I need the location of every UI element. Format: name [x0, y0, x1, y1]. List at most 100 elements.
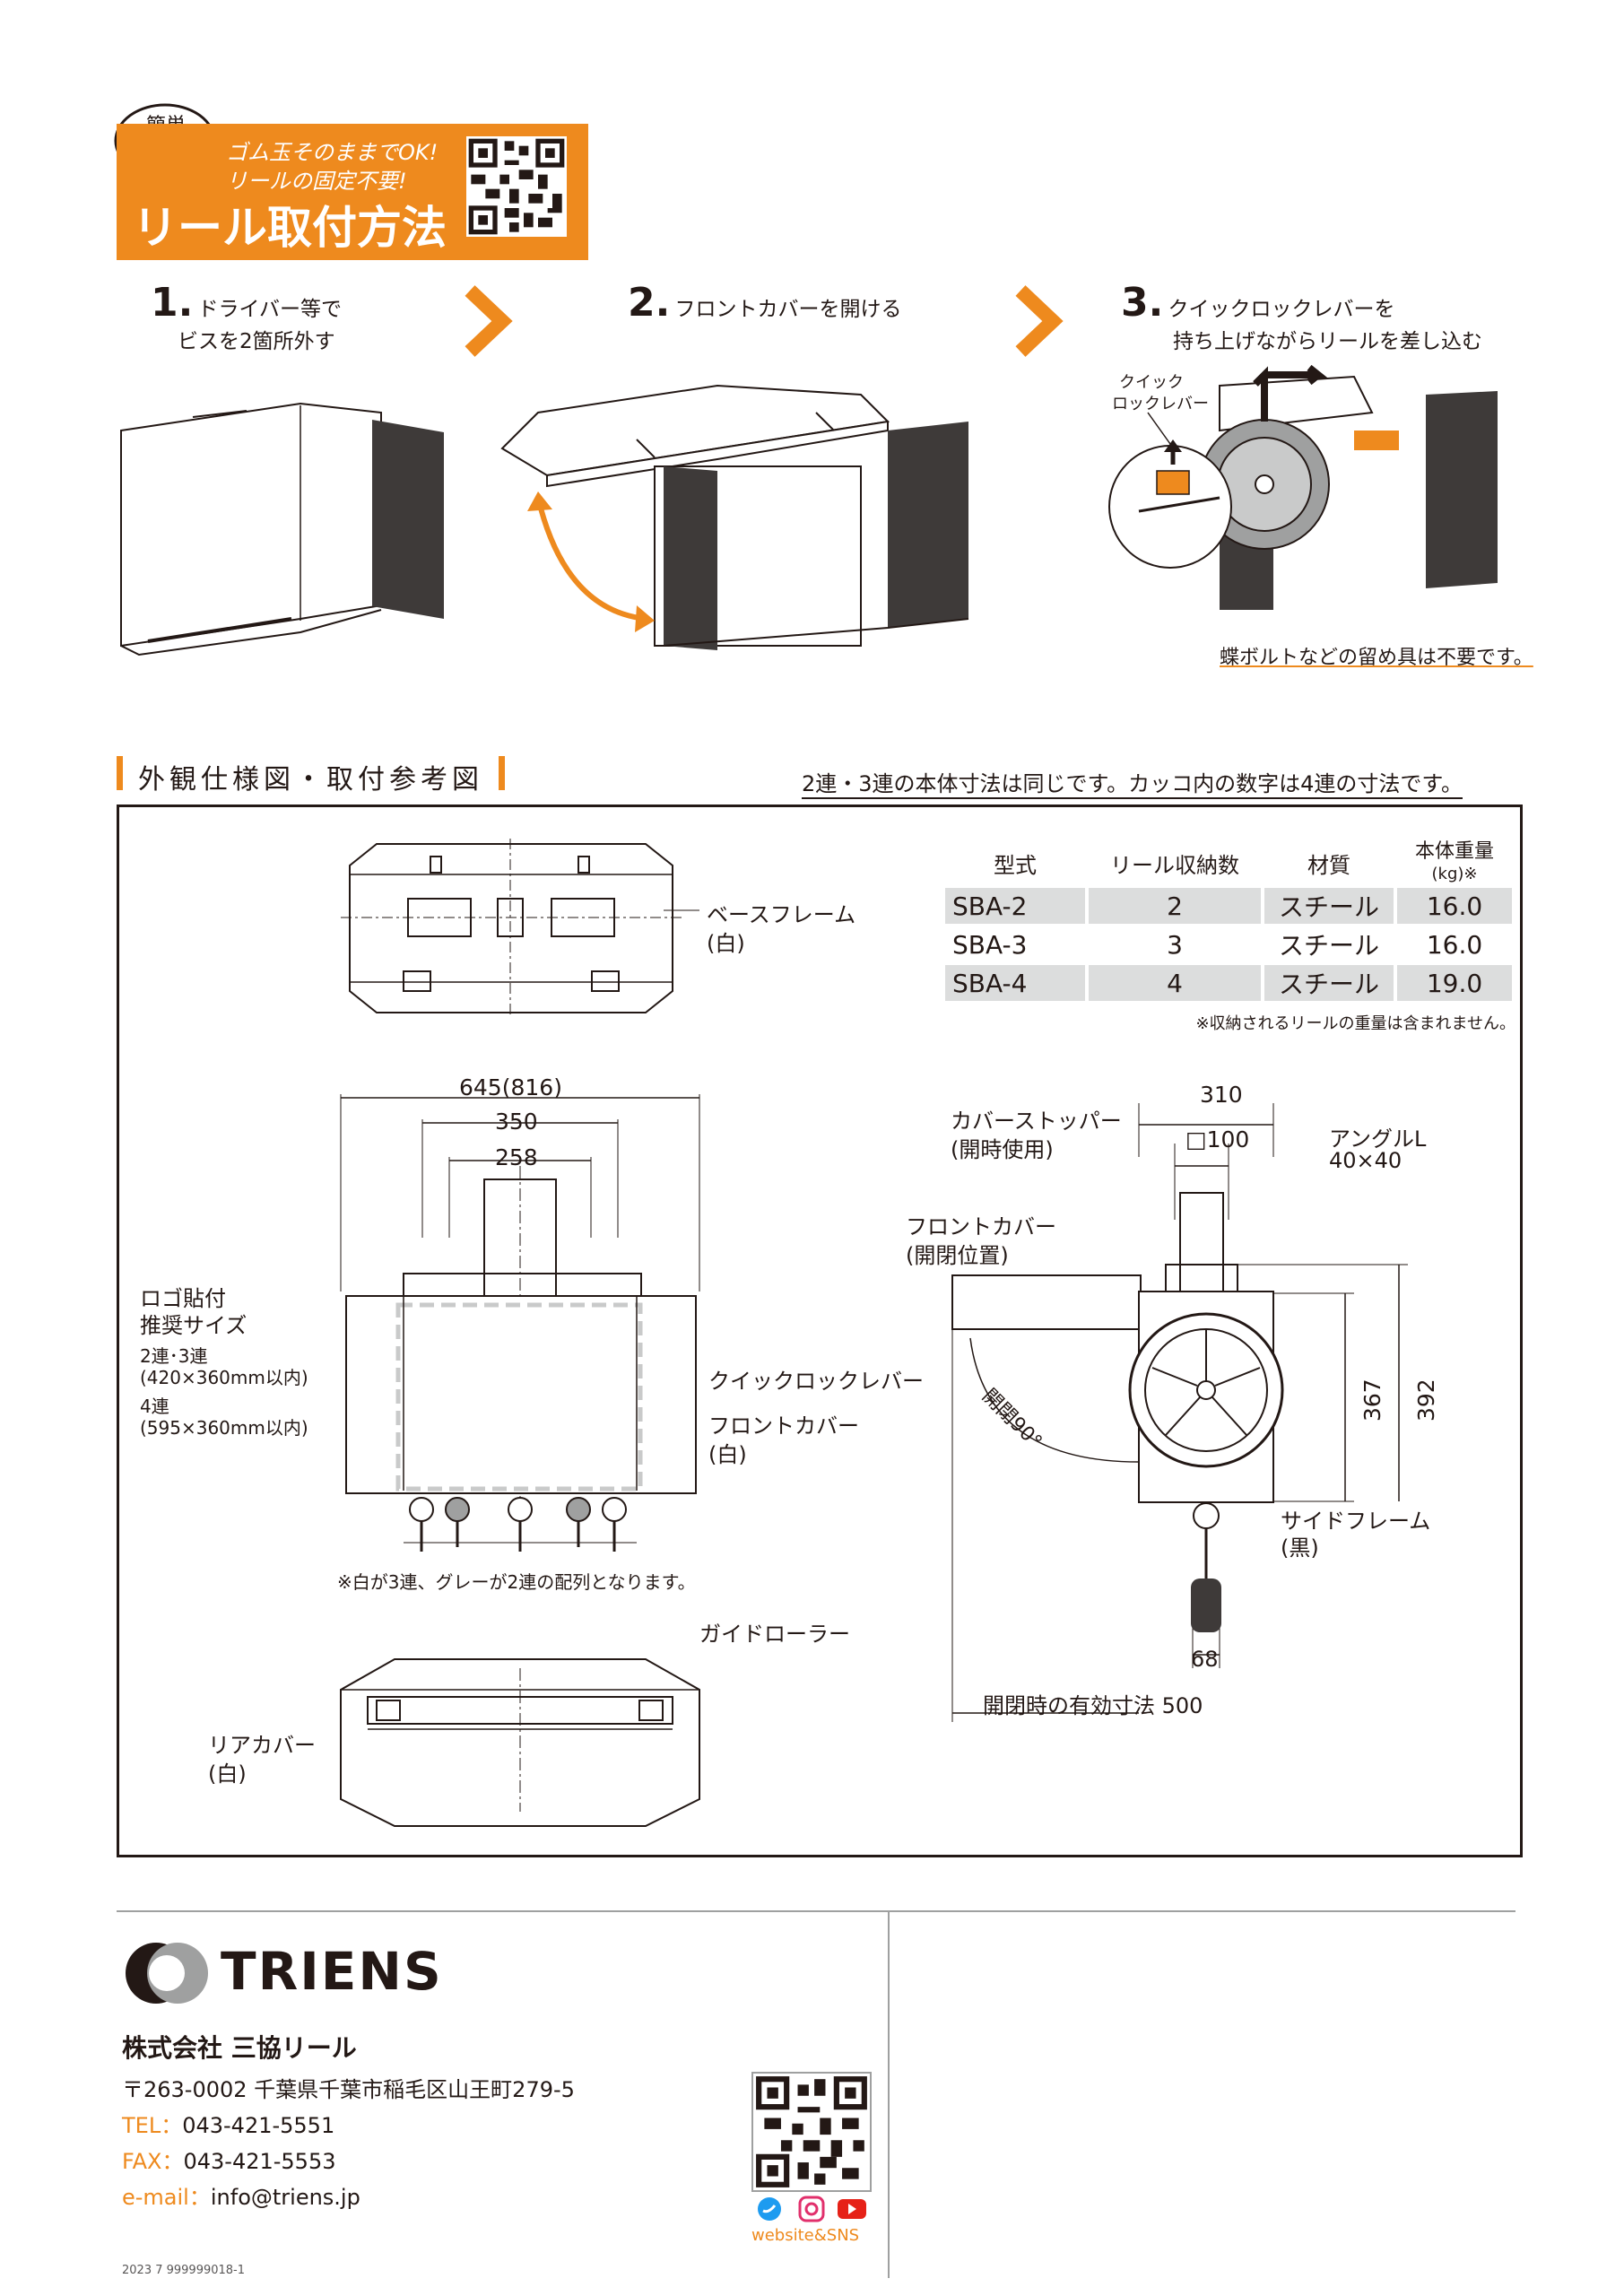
angle-size: 40×40 [1329, 1148, 1403, 1173]
email-row: e-mail：info@triens.jp [122, 2179, 360, 2215]
logo-title-2: 推奨サイズ [140, 1313, 248, 1338]
dim-392: 392 [1413, 1378, 1439, 1422]
step-2-illustration [500, 384, 969, 650]
footer-rule [117, 1910, 1515, 1912]
email-address[interactable]: info@triens.jp [210, 2185, 360, 2210]
tel-row: TEL：043-421-5551 [122, 2108, 334, 2144]
step-3-illustration [1108, 364, 1498, 610]
th-material: 材質 [1307, 853, 1350, 878]
cover-stopper-label: カバーストッパー [951, 1109, 1122, 1134]
triens-logo-icon [126, 1943, 208, 2004]
chevron-right-icon [1015, 285, 1064, 357]
front-cover-side-sub: (開閉位置) [906, 1243, 1009, 1268]
step-3-line-2: 持ち上げながらリールを差し込む [1173, 330, 1482, 353]
qr-code-icon[interactable] [751, 2072, 872, 2192]
logo-title-1: ロゴ貼付 [140, 1286, 226, 1311]
page-title: リール取付方法 [133, 202, 447, 254]
section-note: 2連・3連の本体寸法は同じです。カッコ内の数字は4連の寸法です。 [802, 766, 1463, 799]
front-cover-label: フロントカバー [708, 1413, 859, 1439]
email-label: e-mail： [122, 2185, 211, 2210]
footer-divider [888, 1910, 890, 2278]
cell-count: 3 [1167, 929, 1183, 960]
th-count: リール収納数 [1110, 853, 1239, 878]
rear-cover-color: (白) [208, 1761, 247, 1787]
front-view-drawing [340, 1094, 700, 1552]
angle-label: アングルL [1329, 1126, 1427, 1152]
step-2-heading: 2. フロントカバーを開ける [628, 280, 901, 326]
chevron-right-icon [465, 285, 513, 357]
front-cover-color: (白) [708, 1442, 747, 1467]
cover-stopper-sub: (開時使用) [951, 1137, 1054, 1162]
dim-367: 367 [1359, 1378, 1385, 1422]
sns-label[interactable]: website&SNS [751, 2226, 860, 2245]
step-1-illustration [120, 402, 444, 657]
tag-line-2: リールの固定不要! [226, 169, 407, 194]
roller-note: ※白が3連、グレーが2連の配列となります。 [337, 1571, 696, 1593]
cell-model: SBA-2 [945, 888, 1085, 924]
quick-lock-label: クイックロックレバー [708, 1369, 924, 1394]
step-1-heading: 1. ドライバー等で [151, 280, 342, 326]
cell-weight: 19.0 [1397, 965, 1512, 1001]
th-model: 型式 [994, 853, 1037, 878]
cell-count: 2 [1089, 888, 1261, 924]
instagram-icon[interactable] [798, 2196, 825, 2222]
cell-model: SBA-4 [945, 965, 1085, 1001]
table-row: SBA-3 3 スチール 16.0 [945, 926, 1512, 962]
side-frame-color: (黒) [1281, 1535, 1319, 1561]
section-title: 外観仕様図・取付参考図 [138, 764, 483, 796]
tel-number[interactable]: 043-421-5551 [182, 2113, 335, 2138]
step-3-note: 蝶ボルトなどの留め具は不要です。 [1220, 647, 1533, 669]
youtube-icon[interactable] [838, 2199, 866, 2219]
th-weight: 本体重量 (kg)※ [1397, 841, 1512, 885]
section-bar-right [499, 756, 505, 790]
dim-68: 68 [1191, 1647, 1219, 1672]
side-view-drawing [951, 1103, 1408, 1722]
qr-code-icon[interactable] [466, 136, 567, 237]
cell-count: 4 [1089, 965, 1261, 1001]
tel-label: TEL： [122, 2113, 183, 2138]
cell-material: スチール [1264, 888, 1394, 924]
step-line-1: クイックロックレバーを [1168, 298, 1395, 321]
base-frame-label: ベースフレーム [707, 902, 856, 927]
lever-label-2: ロックレバー [1112, 395, 1209, 413]
step-line-1: ドライバー等で [197, 298, 342, 321]
front-cover-side-label: フロントカバー [906, 1214, 1056, 1239]
step-3-heading: 3. クイックロックレバーを [1121, 280, 1394, 326]
base-frame-color: (白) [707, 931, 745, 956]
dim-350: 350 [495, 1109, 538, 1135]
sns-icons [758, 2196, 866, 2222]
base-frame-drawing [341, 839, 699, 1018]
spec-box [117, 804, 1523, 1857]
effective-dim: 開閉時の有効寸法 500 [983, 1693, 1203, 1718]
step-number: 2. [628, 280, 671, 326]
dim-310: 310 [1200, 1082, 1243, 1108]
cell-material: スチール [1278, 931, 1379, 961]
table-footnote: ※収納されるリールの重量は含まれません。 [1195, 1014, 1515, 1033]
logo-4-size: (595×360mm以内) [140, 1417, 308, 1439]
step-line-1: フロントカバーを開ける [674, 298, 902, 321]
spec-table: 型式 リール収納数 材質 本体重量 (kg)※ SBA-2 2 スチール 16.0… [942, 839, 1515, 1034]
step-1-line-2: ビスを2箇所外す [178, 330, 335, 353]
th-weight-unit: (kg)※ [1431, 865, 1478, 883]
logo-23-size: (420×360mm以内) [140, 1367, 308, 1388]
lever-label-1: クイック [1119, 373, 1184, 392]
side-frame-label: サイドフレーム [1281, 1509, 1431, 1534]
th-weight-label: 本体重量 [1414, 840, 1494, 863]
rear-view-drawing [340, 1658, 700, 1827]
fax-row: FAX：043-421-5553 [122, 2144, 335, 2179]
dim-258: 258 [495, 1144, 538, 1170]
dim-100: □100 [1185, 1126, 1250, 1152]
fax-number: 043-421-5553 [183, 2149, 336, 2174]
logo-4: 4連 [140, 1396, 169, 1417]
section-bar-left [117, 756, 123, 790]
address: 〒263-0002 千葉県千葉市稲毛区山王町279-5 [122, 2077, 575, 2102]
rear-cover-label: リアカバー [208, 1733, 316, 1758]
step-number: 3. [1121, 280, 1164, 326]
guide-roller-label: ガイドローラー [699, 1622, 850, 1647]
table-row: SBA-2 2 スチール 16.0 [945, 888, 1512, 924]
fax-label: FAX： [122, 2149, 184, 2174]
logo-23: 2連･3連 [140, 1345, 208, 1367]
dim-width: 645(816) [459, 1074, 562, 1100]
cell-model: SBA-3 [952, 929, 1028, 960]
twitter-icon[interactable] [758, 2197, 781, 2221]
